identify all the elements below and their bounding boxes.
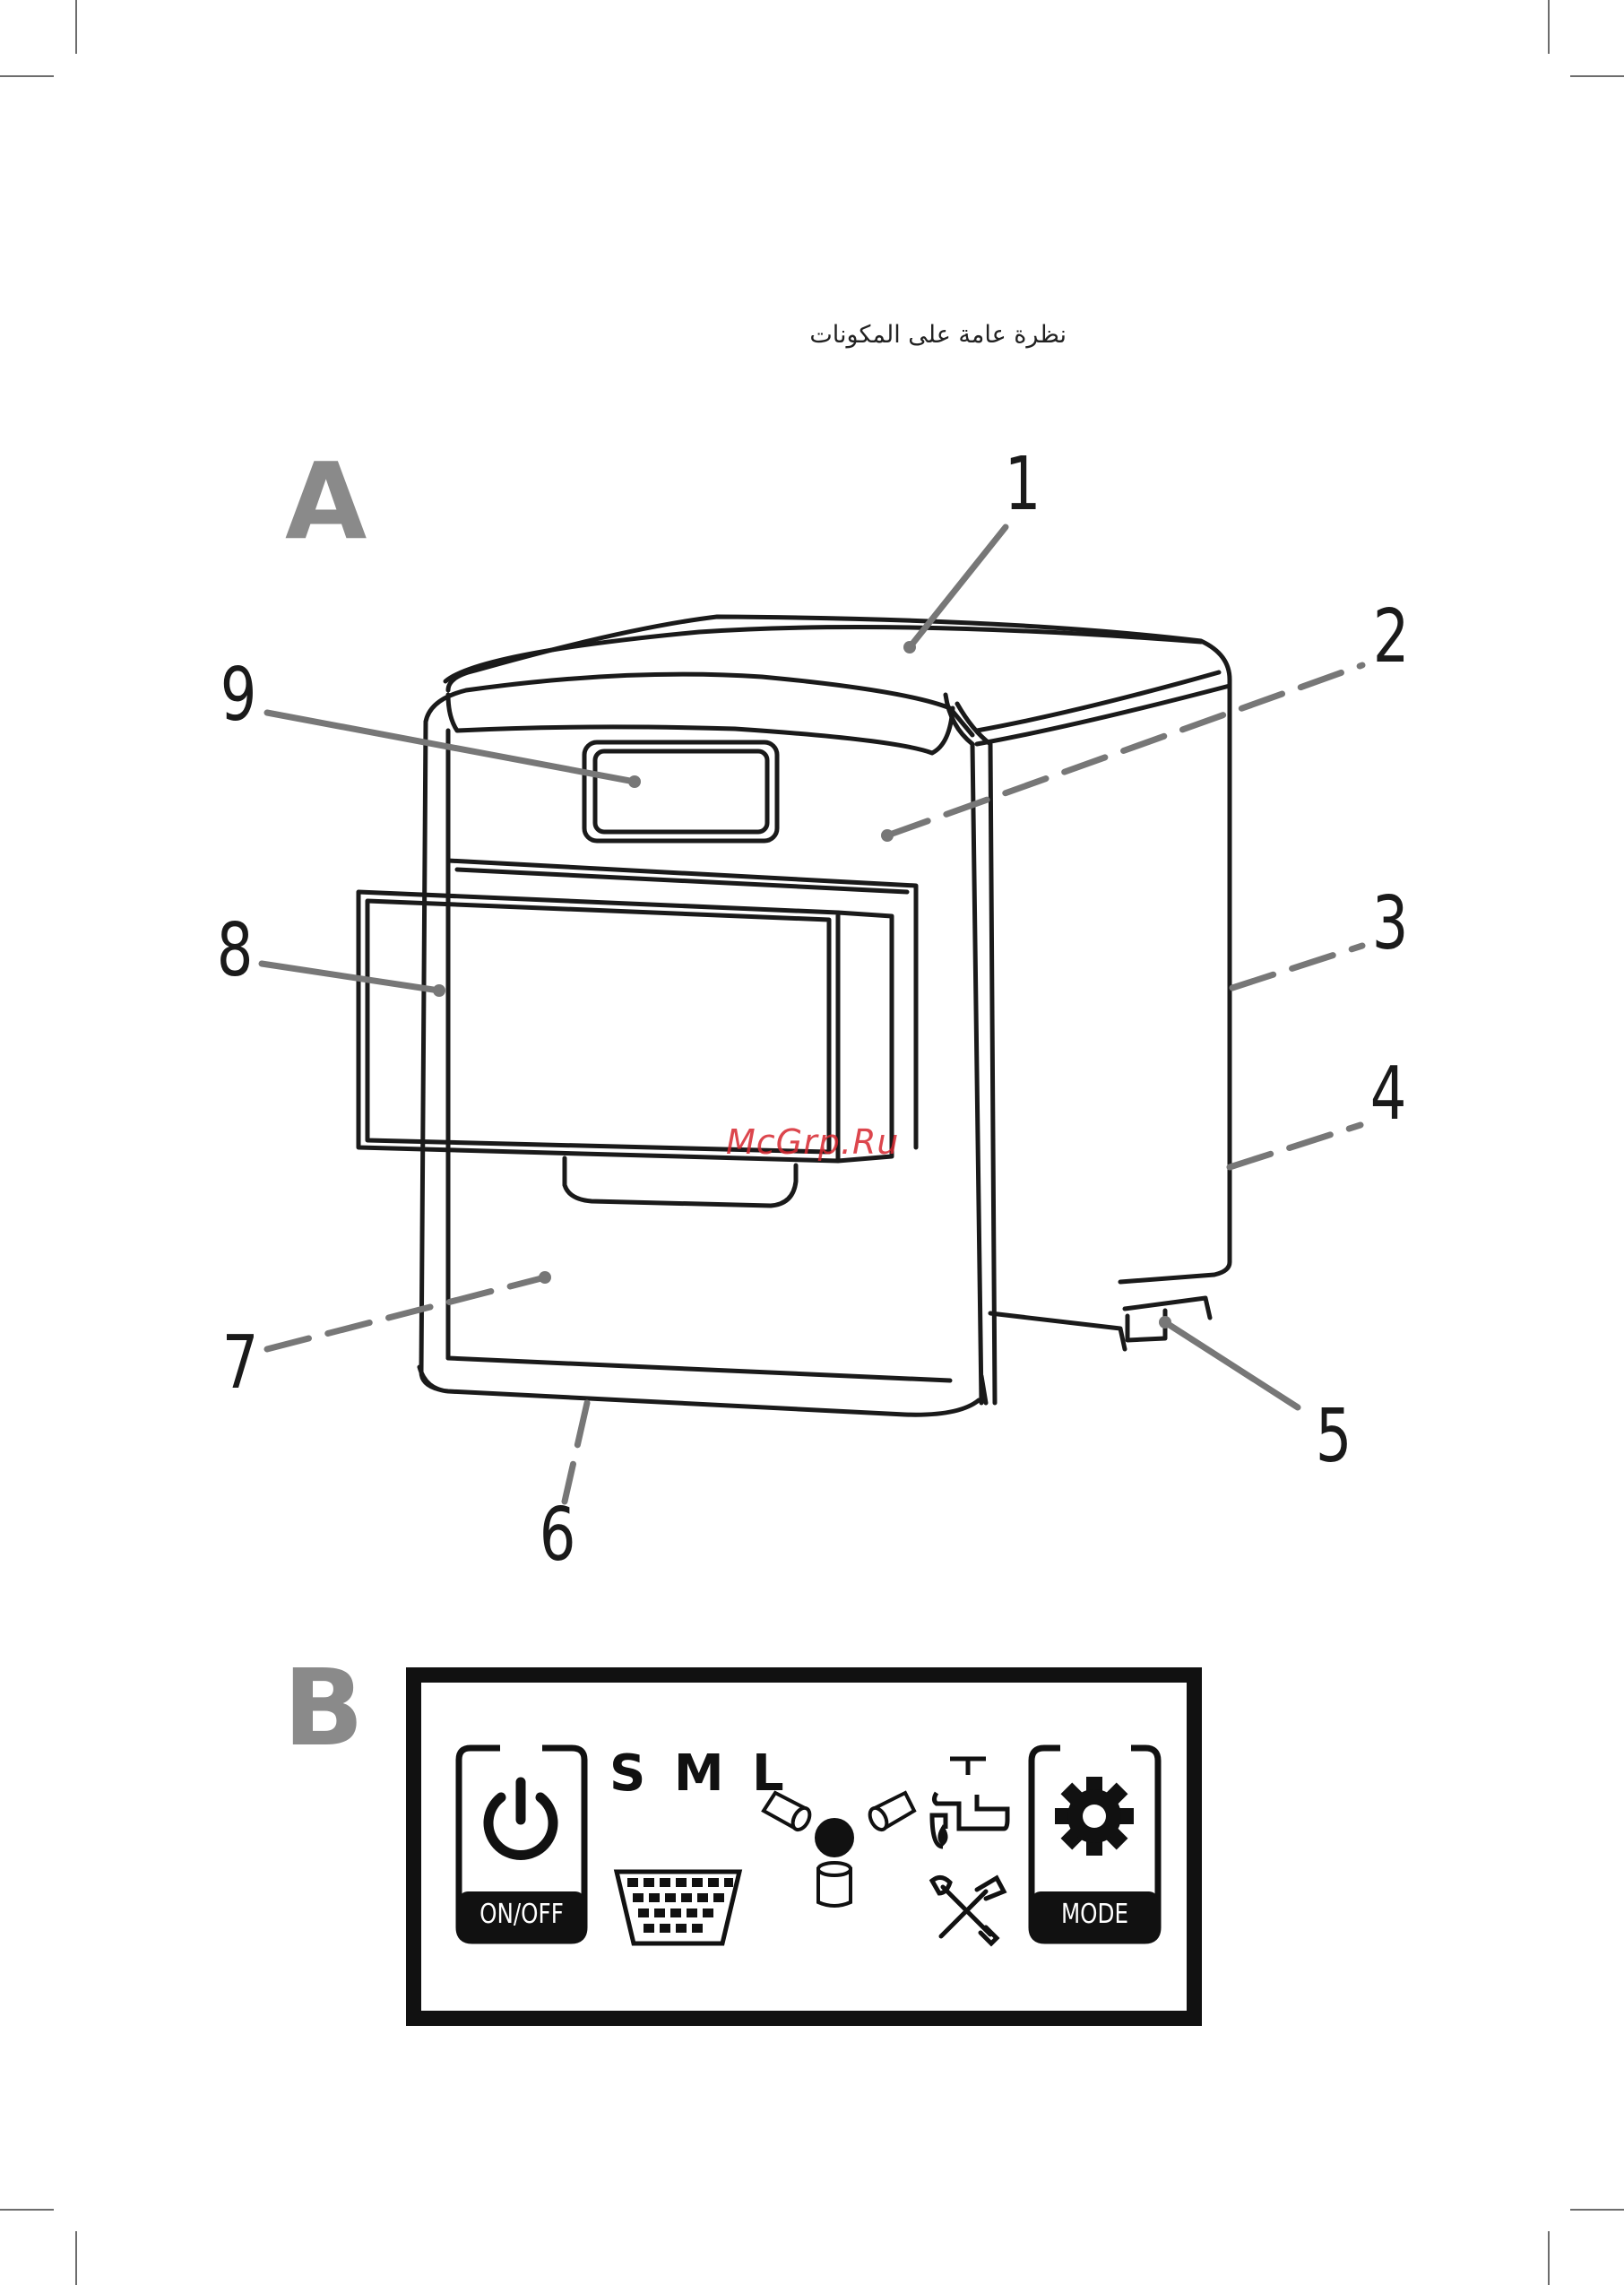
lid-side-edge-2 bbox=[977, 672, 1219, 731]
lid-side-edge bbox=[977, 686, 1230, 744]
front-left-edge bbox=[421, 722, 439, 1389]
onoff-label: ON/OFF bbox=[471, 1899, 574, 1930]
leader-1-dot bbox=[903, 641, 916, 653]
display-window bbox=[584, 742, 777, 841]
base-right bbox=[990, 1313, 1125, 1349]
display-window-inner bbox=[595, 751, 767, 832]
leader-8 bbox=[262, 964, 439, 991]
gear-icon bbox=[1055, 1777, 1134, 1856]
leader-2 bbox=[887, 665, 1362, 835]
watermark: McGrp.Ru bbox=[726, 1122, 899, 1162]
callout-8: 8 bbox=[217, 914, 254, 988]
mode-label: MODE bbox=[1043, 1899, 1147, 1930]
control-panel bbox=[406, 1667, 1202, 2026]
size-labels: S M L bbox=[609, 1744, 790, 1803]
lid-top-edge bbox=[445, 628, 1201, 681]
drawer-opening bbox=[448, 861, 916, 1147]
leader-2-dot bbox=[881, 829, 894, 842]
basket-full-icon bbox=[617, 1872, 739, 1943]
callout-9: 9 bbox=[220, 659, 257, 732]
callout-1: 1 bbox=[1005, 448, 1041, 522]
drawer-front bbox=[358, 892, 838, 1161]
drawer-front-inner bbox=[367, 901, 829, 1152]
lower-front bbox=[448, 1165, 950, 1381]
callout-6: 6 bbox=[540, 1499, 576, 1572]
leader-6 bbox=[565, 1403, 587, 1502]
drain-plug-body bbox=[1127, 1311, 1165, 1340]
callout-3: 3 bbox=[1372, 887, 1409, 961]
callout-7: 7 bbox=[222, 1327, 259, 1400]
callout-2: 2 bbox=[1373, 601, 1410, 674]
callout-4: 4 bbox=[1370, 1058, 1407, 1131]
leader-9-dot bbox=[628, 775, 641, 788]
callout-5: 5 bbox=[1316, 1400, 1352, 1474]
leader-8-dot bbox=[433, 984, 445, 997]
leader-3 bbox=[1232, 946, 1362, 988]
drawer-handle bbox=[565, 1158, 796, 1206]
leader-7 bbox=[267, 1277, 545, 1349]
leader-7-dot bbox=[539, 1271, 551, 1284]
base-front bbox=[419, 1367, 979, 1415]
leader-5 bbox=[1165, 1322, 1298, 1407]
leader-5-dot bbox=[1159, 1316, 1171, 1329]
leader-4 bbox=[1230, 1125, 1361, 1167]
